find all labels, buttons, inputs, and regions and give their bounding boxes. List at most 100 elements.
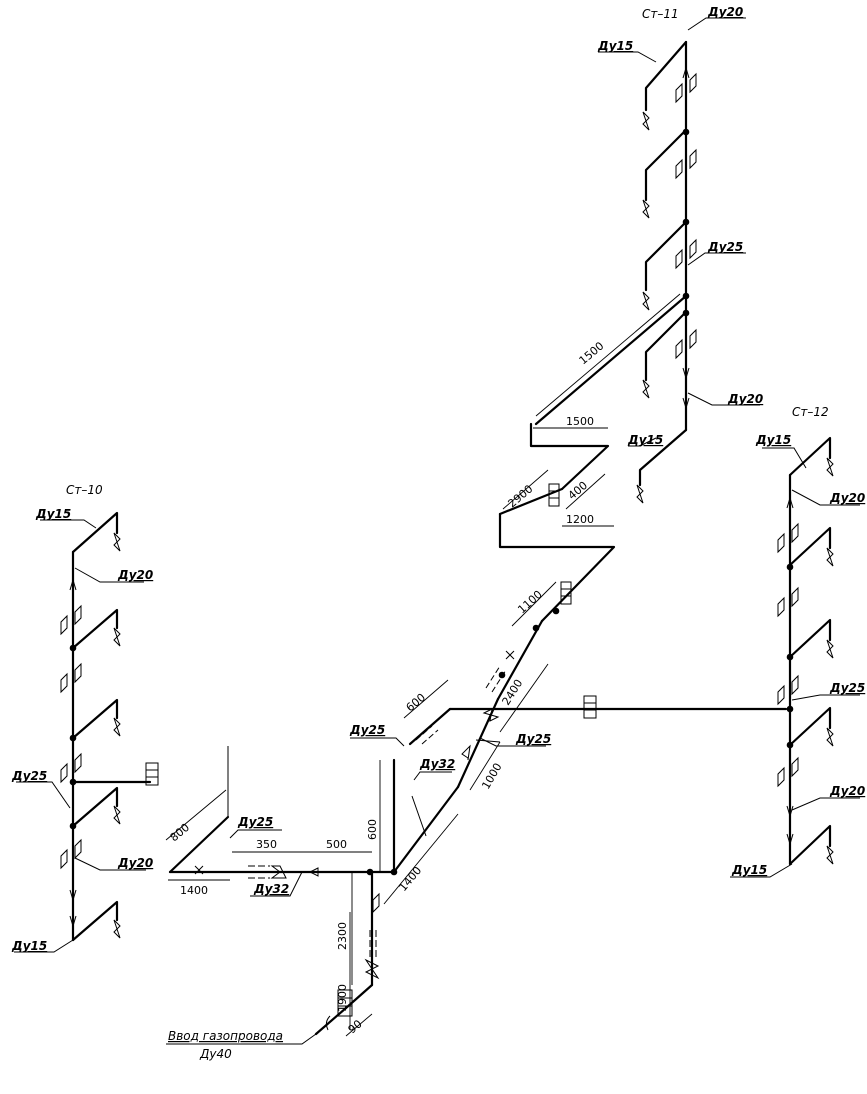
flow-arrow-icon: [786, 833, 794, 846]
pipe-size-label: Ду25: [349, 723, 385, 737]
pipe-size-label: Ду25: [515, 732, 551, 746]
dimension-label: 800: [168, 821, 192, 844]
wall-sleeve-icon: [560, 581, 572, 605]
pipe-size-label: Ду25: [237, 815, 273, 829]
junction-node: [786, 653, 794, 661]
valve-icon: [270, 865, 287, 879]
wall-sleeve-icon: [548, 483, 560, 507]
valve-icon: [642, 291, 650, 311]
pipe-size-label: Ду15: [755, 433, 791, 447]
valve-icon: [826, 727, 834, 747]
riser-st11: [636, 40, 697, 504]
flow-arrow-icon: [69, 578, 77, 591]
dimension-label: 1900: [336, 984, 349, 1012]
flow-arrow-icon: [69, 915, 77, 928]
gas-meter-icon: [675, 72, 697, 104]
dimension-label: 350: [256, 838, 277, 851]
flow-arrow-icon: [786, 496, 794, 509]
flow-arrow-icon: [682, 66, 690, 79]
gas-meter-icon: [60, 752, 82, 784]
valve-icon: [642, 379, 650, 399]
pipe-size-label: Ду15: [35, 507, 71, 521]
wall-sleeve-icon: [145, 762, 159, 786]
valve-icon: [461, 744, 471, 761]
gas-meter-icon: [675, 328, 697, 360]
gas-inlet: [314, 892, 380, 1036]
pipe-size-label: Ду32: [253, 882, 289, 896]
riser-st10: [60, 511, 159, 942]
valve-icon: [113, 919, 121, 939]
pipe-size-label: Ду25: [829, 681, 865, 695]
pipe-size-label: Ду20: [829, 491, 865, 505]
route-lower-left: [168, 815, 374, 879]
junction-node: [682, 218, 690, 226]
junction-node: [69, 778, 77, 786]
inlet-size-label: Ду40: [199, 1047, 232, 1061]
dimension-label: 600: [404, 691, 428, 714]
valve-icon: [642, 111, 650, 131]
valve-icon: [826, 639, 834, 659]
valve-icon: [113, 717, 121, 737]
flow-arrow-icon: [682, 367, 690, 380]
riser-label-st12: Ст–12: [792, 405, 829, 419]
pipe-size-label: Ду20: [727, 392, 763, 406]
dimension-label: 500: [326, 838, 347, 851]
gas-meter-icon: [60, 838, 82, 870]
pipe-size-label: Ду15: [731, 863, 767, 877]
riser-st12: [777, 436, 834, 866]
pipe-size-label: Ду32: [419, 757, 455, 771]
junction-node: [786, 563, 794, 571]
central-section: [366, 697, 500, 987]
gas-meter-icon: [60, 604, 82, 636]
cross-mark-icon: [194, 865, 204, 875]
pipe-size-label: Ду15: [597, 39, 633, 53]
dimension-label: 1200: [566, 513, 594, 526]
gas-meter-icon: [777, 756, 799, 788]
pipe-size-label: Ду25: [707, 240, 743, 254]
dimension-label: 1100: [515, 588, 545, 616]
valve-icon: [113, 805, 121, 825]
cross-mark-icon: [505, 650, 515, 660]
valve-icon: [826, 845, 834, 865]
valve-icon: [364, 958, 380, 980]
valve-icon: [636, 484, 644, 504]
valve-icon: [113, 627, 121, 647]
dimension-label: 600: [366, 819, 379, 840]
valve-icon: [826, 547, 834, 567]
dimension-label: 1000: [479, 761, 504, 792]
dimension-label: 1500: [577, 339, 607, 367]
valve-icon: [826, 457, 834, 477]
riser-label-st11: Ст–11: [642, 7, 679, 21]
valve-icon: [113, 532, 121, 552]
flow-arrow-icon: [682, 397, 690, 410]
riser-label-st10: Ст–10: [66, 483, 103, 497]
pipe-size-label: Ду15: [11, 939, 47, 953]
dimension-label: 2300: [336, 922, 349, 950]
flow-arrow-icon: [308, 867, 319, 877]
valve-icon: [642, 199, 650, 219]
pipe-size-label: Ду15: [627, 433, 663, 447]
junction-node: [69, 644, 77, 652]
flow-arrow-icon: [69, 889, 77, 902]
inlet-title-label: Ввод газопровода: [168, 1029, 283, 1043]
junction-node: [69, 822, 77, 830]
junction-node: [786, 741, 794, 749]
junction-node: [552, 607, 560, 615]
pipe-size-label: Ду20: [117, 856, 153, 870]
gas-meter-icon: [675, 148, 697, 180]
gas-meter-icon: [60, 662, 82, 694]
pipe-size-label: Ду20: [829, 784, 865, 798]
wall-sleeve-icon: [583, 695, 597, 719]
gas-meter-icon: [675, 238, 697, 270]
pipe-size-label: Ду25: [11, 769, 47, 783]
dimension-label: 1500: [566, 415, 594, 428]
pipe-size-label: Ду20: [117, 568, 153, 582]
junction-node: [682, 309, 690, 317]
dimension-label: 1400: [396, 864, 424, 894]
gas-meter-icon: [777, 522, 799, 554]
dimension-label: 1400: [180, 884, 208, 897]
junction-node: [682, 128, 690, 136]
dimension-label: 2400: [500, 677, 526, 708]
gas-meter-icon: [372, 892, 380, 914]
